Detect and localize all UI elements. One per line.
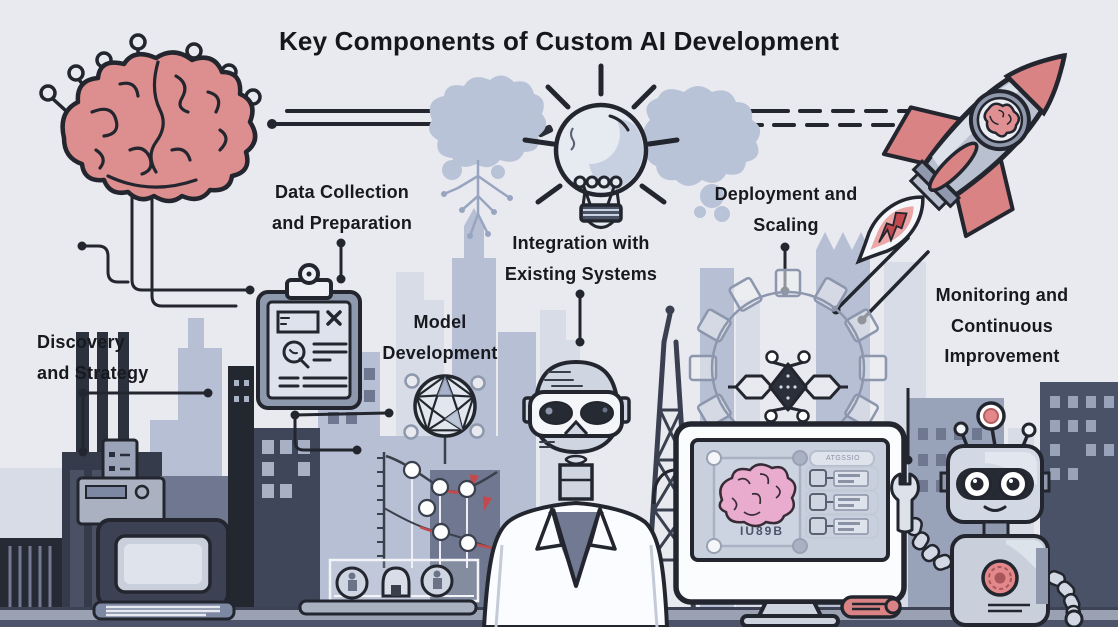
data-cloud-right bbox=[643, 86, 761, 222]
dendrite-branches bbox=[443, 160, 511, 237]
label-data-collection-and-preparation: Data Collection and Preparation bbox=[271, 182, 413, 233]
connector-clipboard bbox=[290, 408, 394, 455]
monitor-screen-header-text: ATGSSIO bbox=[825, 455, 861, 462]
page-title: Key Components of Custom AI Development bbox=[278, 26, 840, 56]
connector-discovery bbox=[78, 388, 213, 457]
trend-chart-icon bbox=[377, 452, 498, 568]
label-deployment-and-scaling: Deployment and Scaling bbox=[714, 184, 858, 235]
rocket-icon bbox=[855, 52, 1068, 265]
brain-circuit-icon bbox=[39, 33, 262, 308]
wrench-icon bbox=[890, 472, 920, 534]
label-discovery-and-strategy: Discovery and Strategy bbox=[37, 332, 149, 383]
monitor-screen-caption-text: IU89B bbox=[739, 524, 784, 538]
label-integration-with-existing-systems: Integration with Existing Systems bbox=[504, 233, 658, 284]
connector-integration bbox=[575, 289, 585, 347]
scientist-figure bbox=[298, 359, 670, 627]
clipboard-checklist-icon bbox=[256, 263, 362, 410]
data-cloud-left bbox=[429, 75, 547, 239]
retro-computer-icon bbox=[76, 438, 236, 621]
monitor-brain-scan bbox=[652, 388, 913, 627]
network-sphere-icon bbox=[403, 373, 486, 464]
specimen-tray bbox=[298, 558, 480, 616]
label-monitoring-and-continuous-improvement: Monitoring and Continuous Improvement bbox=[935, 285, 1069, 367]
lightbulb-icon bbox=[522, 63, 680, 229]
label-model-development: Model Development bbox=[382, 312, 498, 363]
robot-figure bbox=[884, 401, 1084, 627]
connector-data-collection bbox=[336, 238, 346, 284]
